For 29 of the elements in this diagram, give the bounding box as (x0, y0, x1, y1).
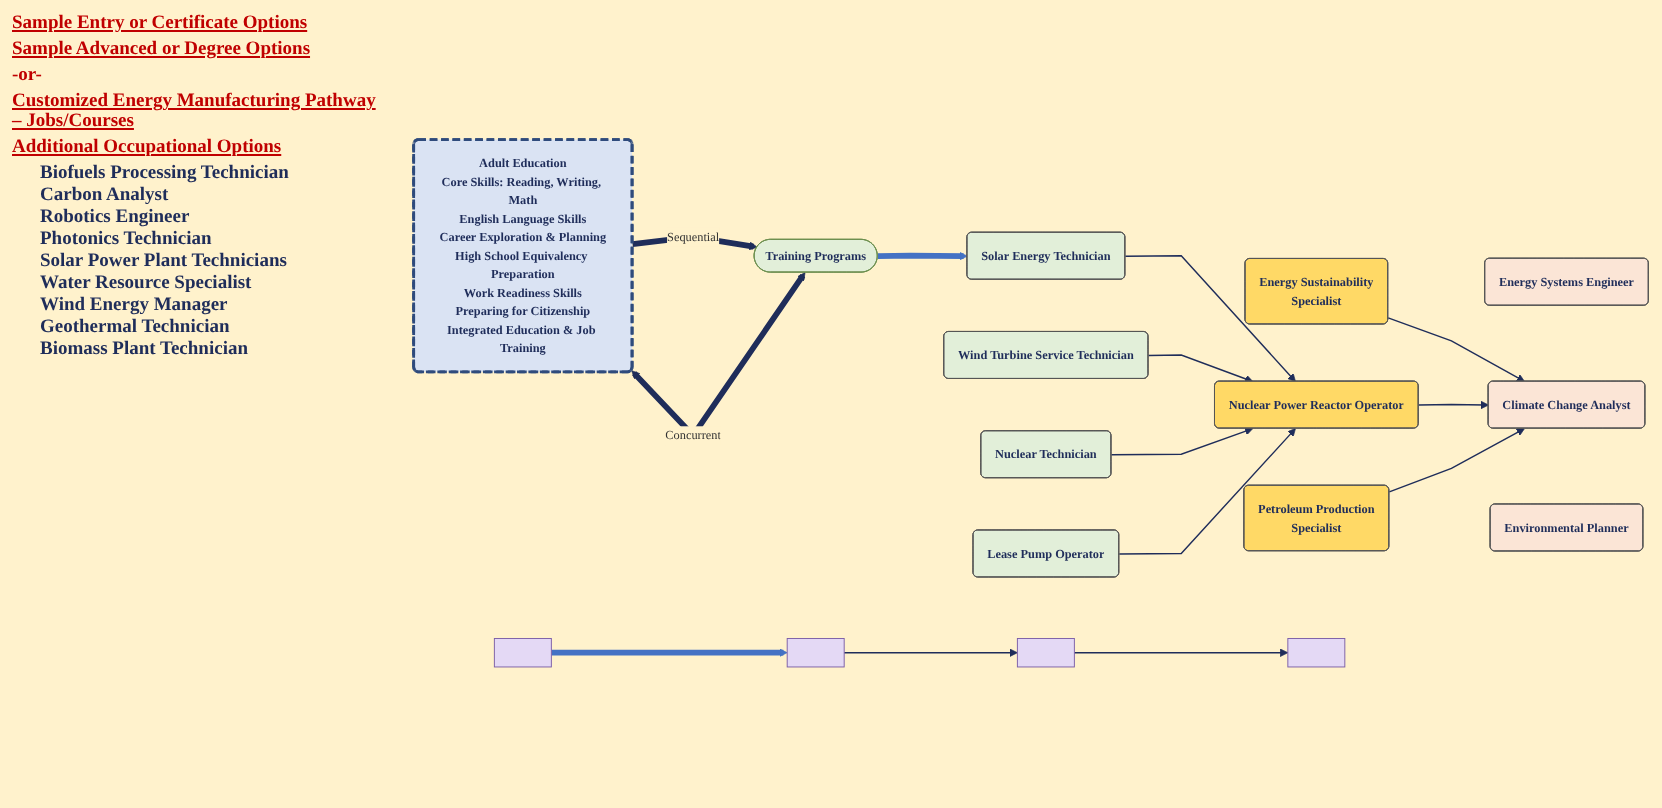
section-heading: Additional Occupational Options (12, 138, 284, 158)
node-box (1016, 638, 1075, 669)
note-text: -or- (12, 66, 44, 86)
arrow (1118, 428, 1296, 556)
list-item: Biofuels Processing Technician (40, 164, 291, 184)
node-box (786, 638, 845, 669)
arrow (1388, 428, 1525, 494)
section-heading: Sample Advanced or Degree Options (12, 40, 313, 60)
arrow (551, 649, 788, 658)
arrow (1073, 649, 1289, 658)
list-item: Wind Energy Manager (40, 296, 230, 316)
node-box (1287, 638, 1346, 669)
arrow (1418, 401, 1489, 410)
node-box (493, 638, 552, 669)
section-heading: Customized Energy Manufacturing Pathway – Jobs/Courses (12, 92, 378, 132)
list-item: Robotics Engineer (40, 208, 192, 228)
section-heading: Sample Entry or Certificate Options (12, 14, 310, 34)
arrow (877, 252, 968, 261)
arrow (843, 649, 1018, 658)
list-item: Carbon Analyst (40, 186, 171, 206)
list-item: Solar Power Plant Technicians (40, 252, 289, 272)
list-item: Water Resource Specialist (40, 274, 254, 294)
arrow (1124, 255, 1296, 383)
list-item: Biomass Plant Technician (40, 340, 250, 360)
arrow (1387, 317, 1525, 383)
list-item: Photonics Technician (40, 230, 214, 250)
arrow (1147, 354, 1254, 384)
arrow (1110, 427, 1254, 457)
list-item: Geothermal Technician (40, 318, 232, 338)
